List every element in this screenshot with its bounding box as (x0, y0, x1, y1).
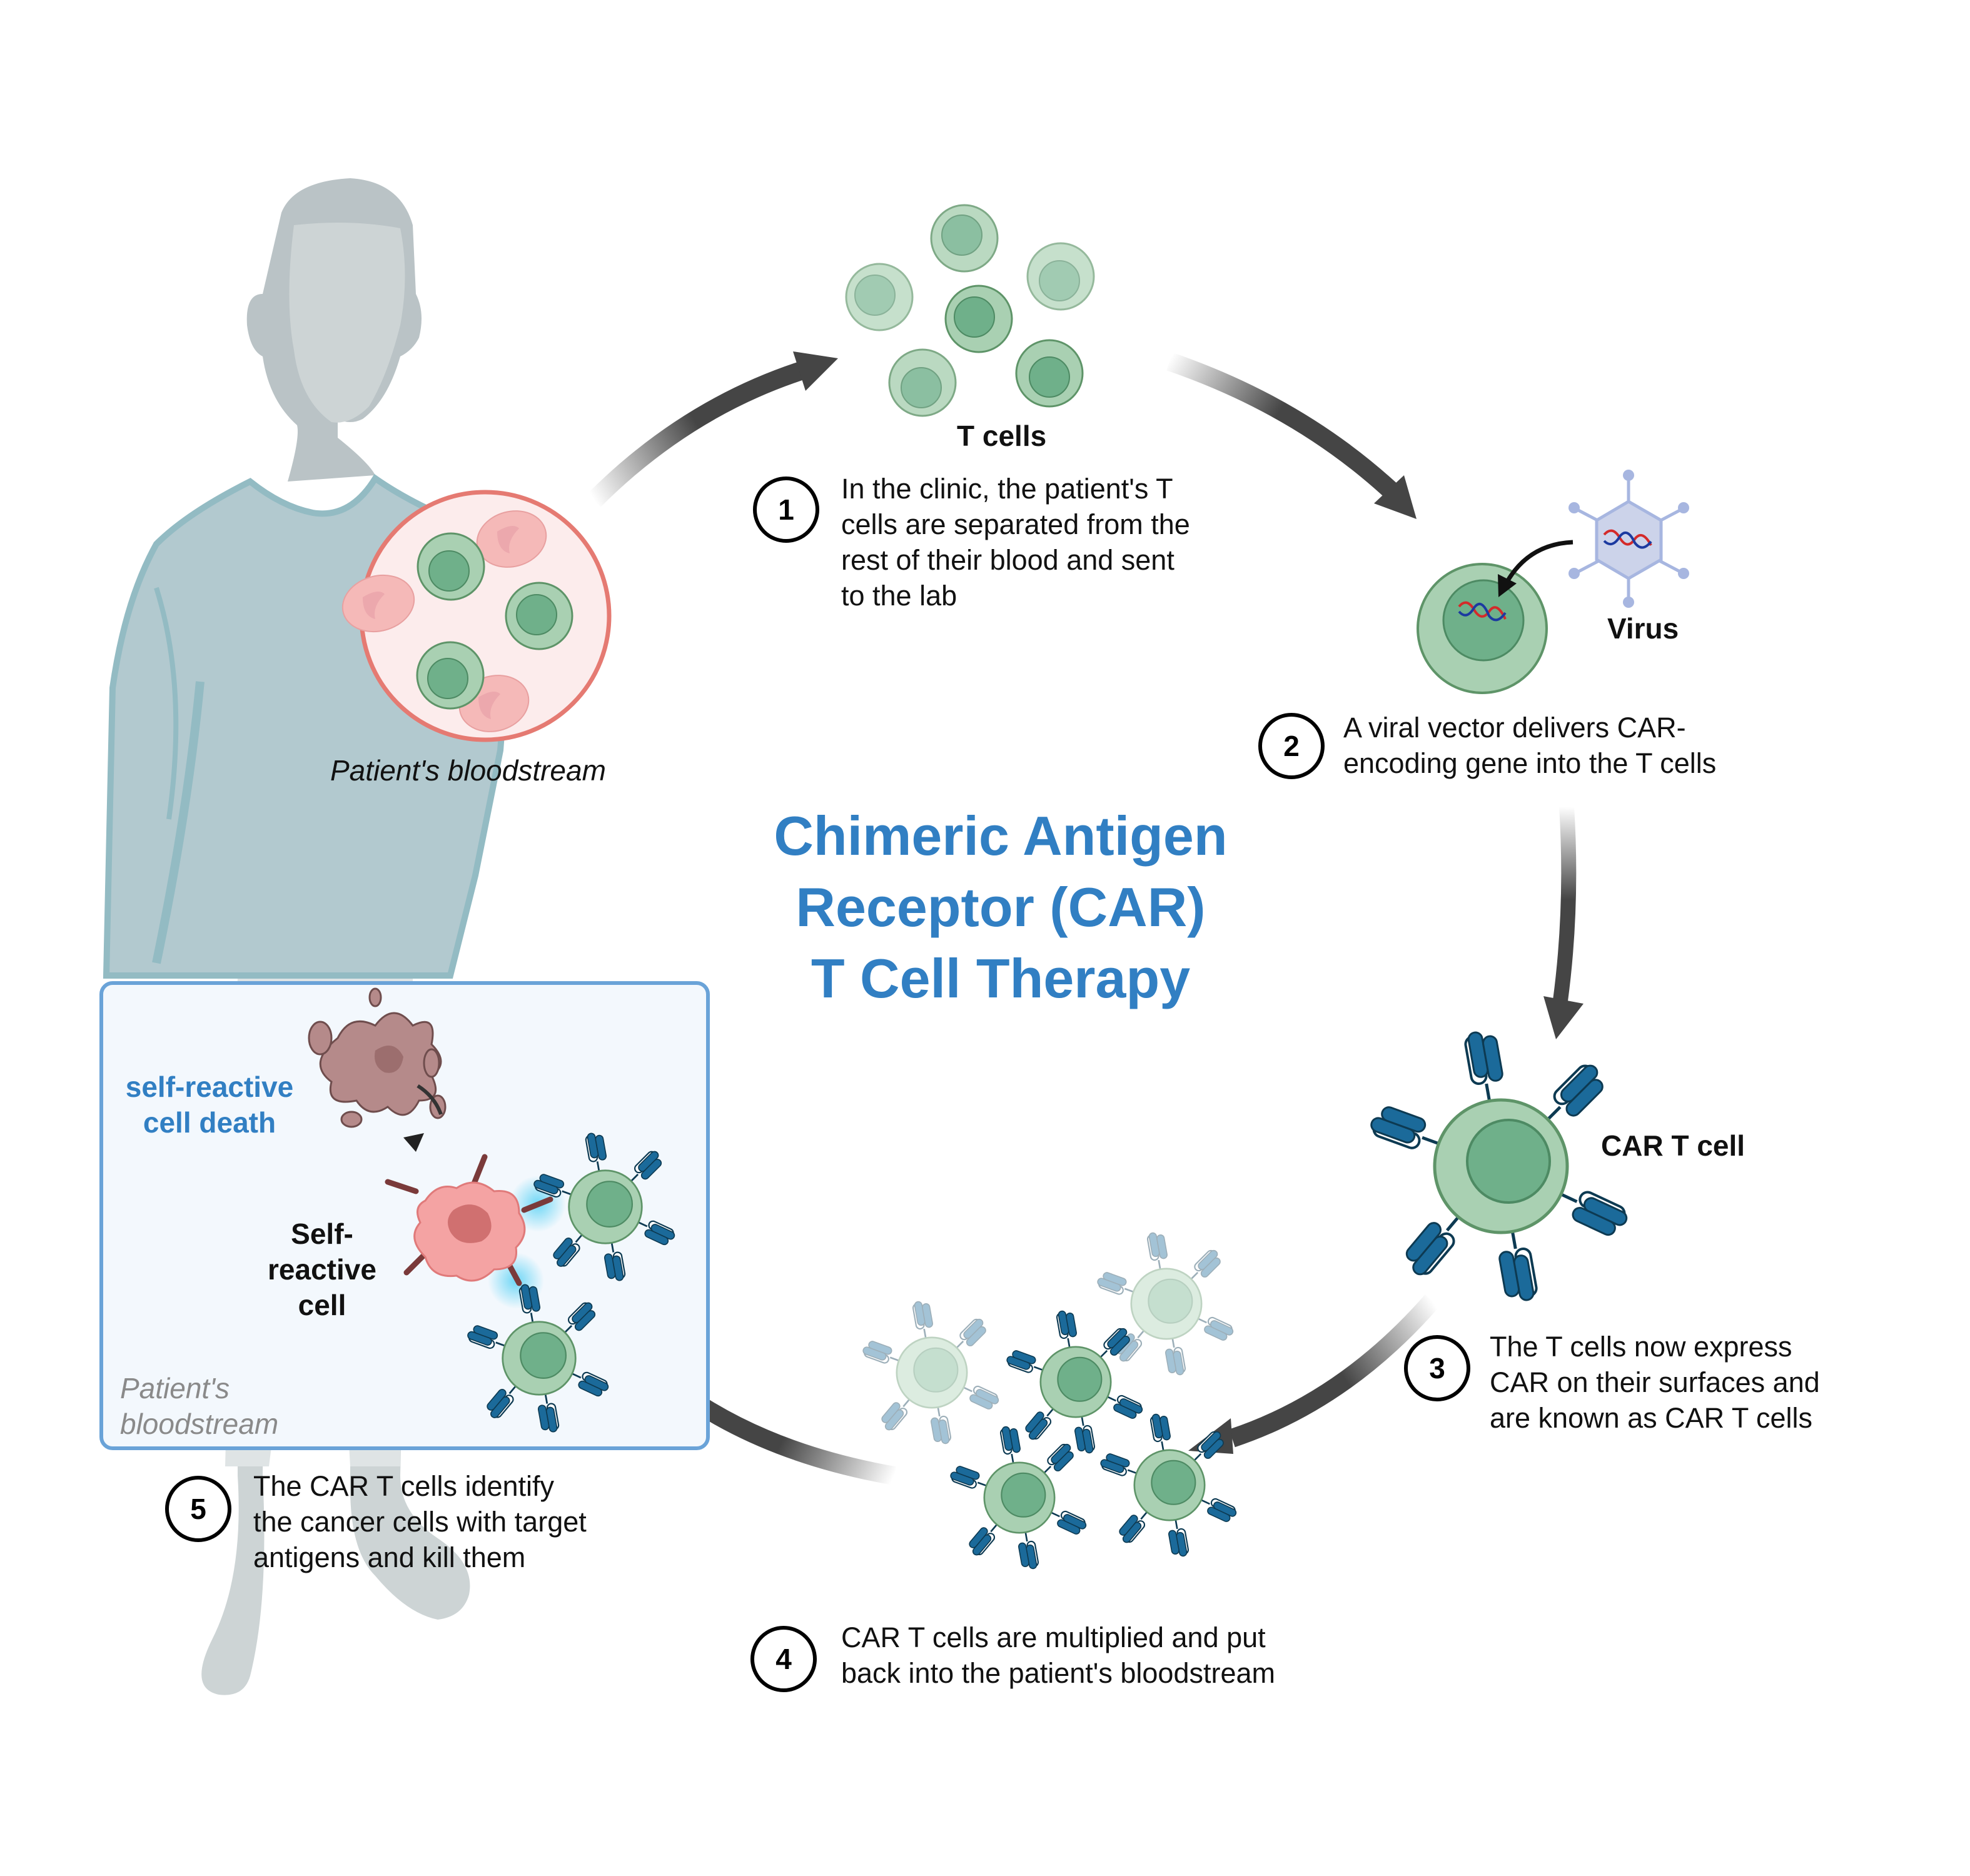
diagram-title: Chimeric Antigen Receptor (CAR) T Cell T… (707, 800, 1295, 1014)
title-line-1: Chimeric Antigen (774, 805, 1228, 867)
step-line: CAR T cells are multiplied and put (841, 1621, 1266, 1653)
inset-label-line: Patient's (120, 1372, 230, 1404)
step-line: to the lab (841, 580, 957, 612)
t-cells-cluster (845, 204, 1095, 417)
injection-arrow (1505, 540, 1573, 583)
dna-icon (1458, 601, 1507, 620)
arrow-to-t-cells (587, 351, 838, 507)
self-reactive-cell-label: Self- reactive cell (244, 1216, 400, 1323)
step-line: The CAR T cells identify (253, 1470, 555, 1502)
t-cell (416, 641, 485, 710)
dead-cell-icon (308, 987, 447, 1128)
step-line: The T cells now express (1490, 1331, 1792, 1363)
step-2-badge: 2 (1258, 713, 1325, 779)
arrow-to-virus-step (1166, 352, 1417, 519)
t-cell (417, 532, 485, 601)
step-1-text: In the clinic, the patient's T cells are… (841, 471, 1190, 613)
patient-figure (103, 178, 517, 1695)
t-cells-label: T cells (957, 420, 1047, 452)
self-reactive-cell-icon (385, 1154, 553, 1286)
step-line: CAR on their surfaces and (1490, 1366, 1820, 1398)
step-5-badge: 5 (165, 1476, 231, 1542)
bloodstream-zoom-circle (341, 490, 612, 742)
step-4-text: CAR T cells are multiplied and put back … (841, 1620, 1275, 1691)
step-2-text: A viral vector delivers CAR- encoding ge… (1343, 710, 1716, 781)
red-blood-cell (341, 574, 415, 633)
t-cell (505, 582, 573, 650)
step-line: are known as CAR T cells (1490, 1402, 1813, 1434)
step-line: In the clinic, the patient's T (841, 473, 1173, 505)
death-arrow (417, 1084, 443, 1115)
step-3-badge: 3 (1404, 1335, 1470, 1401)
step-line: cells are separated from the (841, 508, 1190, 540)
title-line-3: T Cell Therapy (811, 947, 1191, 1009)
step-line: A viral vector delivers CAR- (1343, 712, 1686, 744)
step-5-text: The CAR T cells identify the cancer cell… (253, 1468, 587, 1575)
step-line: back into the patient's bloodstream (841, 1657, 1276, 1689)
self-reactive-label-line: reactive (268, 1253, 376, 1286)
step-3-text: The T cells now express CAR on their sur… (1490, 1329, 1820, 1436)
cell-death-label: self-reactive cell death (116, 1069, 303, 1141)
bloodstream-label: Patient's bloodstream (330, 754, 606, 787)
step-line: encoding gene into the T cells (1343, 747, 1717, 779)
step-1-badge: 1 (753, 477, 819, 543)
step-line: rest of their blood and sent (841, 544, 1174, 576)
car-t-cell (1368, 1029, 1630, 1303)
transduced-t-cell (1417, 540, 1573, 694)
step-4-badge: 4 (750, 1626, 817, 1692)
arrow-to-car-t-cell (1543, 806, 1584, 1039)
car-t-cell-label: CAR T cell (1601, 1129, 1745, 1162)
step-line: the cancer cells with target (253, 1506, 587, 1538)
inset-bloodstream-box (99, 981, 710, 1450)
virus-label: Virus (1607, 612, 1679, 645)
multiplied-car-t-cells (861, 1231, 1238, 1571)
self-reactive-label-line: Self- (291, 1218, 353, 1250)
cell-death-label-line: self-reactive (125, 1071, 294, 1103)
title-line-2: Receptor (CAR) (796, 876, 1206, 938)
virus-icon (1568, 470, 1689, 608)
self-reactive-label-line: cell (298, 1289, 346, 1321)
inset-bloodstream-label: Patient's bloodstream (120, 1371, 278, 1442)
red-blood-cell (476, 510, 547, 568)
inset-label-line: bloodstream (120, 1408, 279, 1440)
patient-face (289, 223, 405, 423)
cell-death-label-line: cell death (143, 1106, 276, 1139)
step-line: antigens and kill them (253, 1541, 526, 1573)
